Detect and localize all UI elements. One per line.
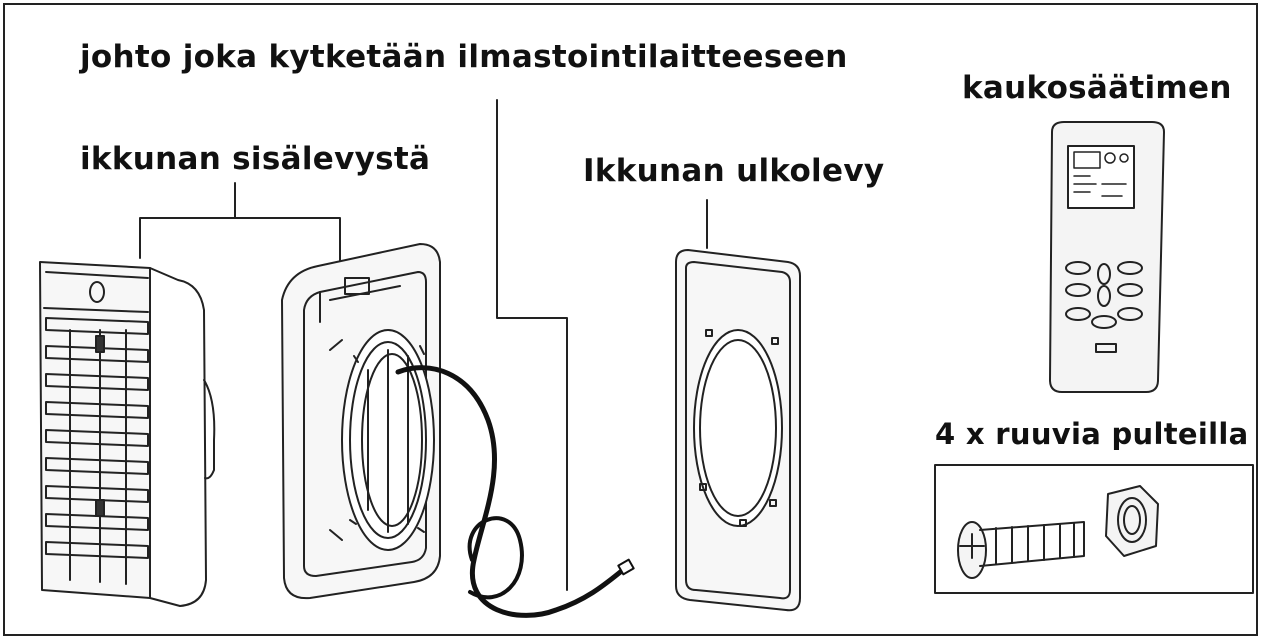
grille-slats (45, 317, 149, 585)
nut (1105, 485, 1159, 557)
remote-label: kaukosäätimen (962, 70, 1232, 106)
inner-plate-front-grille (39, 261, 216, 607)
screws-box (934, 464, 1254, 594)
screws-label: 4 x ruuvia pulteilla (935, 417, 1249, 451)
outer-plate-label: Ikkunan ulkolevy (583, 153, 885, 189)
remote-buttons (1065, 261, 1143, 353)
screw (957, 521, 1085, 579)
cable (395, 365, 635, 618)
inner-plate-back-frame (281, 243, 441, 600)
inner-plate-leader (139, 182, 341, 263)
remote-control (1049, 121, 1165, 393)
cable-label: johto joka kytketään ilmastointilaittees… (80, 39, 848, 75)
outer-plate (675, 249, 801, 612)
cable-leader (496, 99, 568, 591)
inner-plate-label: ikkunan sisälevystä (80, 141, 431, 177)
